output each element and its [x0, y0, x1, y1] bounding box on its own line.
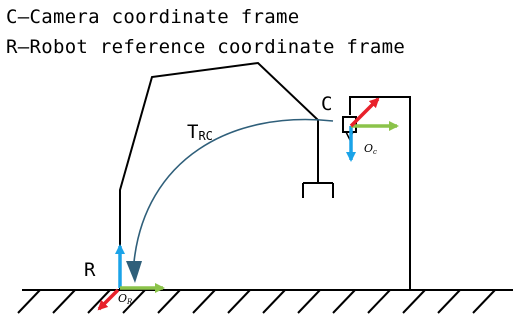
camera-frame-axes	[346, 97, 399, 162]
robot-y-axis	[97, 288, 120, 311]
legend-camera-frame: C—Camera coordinate frame	[6, 6, 300, 28]
transform-arc	[133, 118, 334, 263]
robot-frame-label: R	[84, 259, 96, 281]
camera-frame-label: C	[321, 93, 332, 115]
gripper	[302, 182, 334, 198]
legend-robot-frame: R—Robot reference coordinate frame	[6, 36, 406, 58]
transform-label-sub: RC	[198, 129, 212, 143]
camera-y-axis	[349, 97, 380, 128]
robot-origin-label: OR	[118, 292, 133, 306]
robot-frame-axes	[97, 244, 165, 311]
transform-label: TRC	[187, 121, 213, 143]
camera-origin-sub: c	[373, 148, 377, 156]
robot-origin-main: O	[118, 292, 127, 305]
camera-mount-outline	[349, 96, 411, 290]
ground-hatching	[17, 289, 496, 314]
ground	[17, 289, 513, 314]
robot-arm	[119, 61, 334, 290]
camera-origin-label: Oc	[364, 142, 377, 156]
camera-origin-main: O	[364, 142, 373, 155]
robot-origin-sub: R	[126, 298, 133, 306]
robot-arm-outline	[119, 61, 319, 290]
transform-label-main: T	[187, 121, 198, 143]
transform-arrowhead	[126, 261, 142, 283]
